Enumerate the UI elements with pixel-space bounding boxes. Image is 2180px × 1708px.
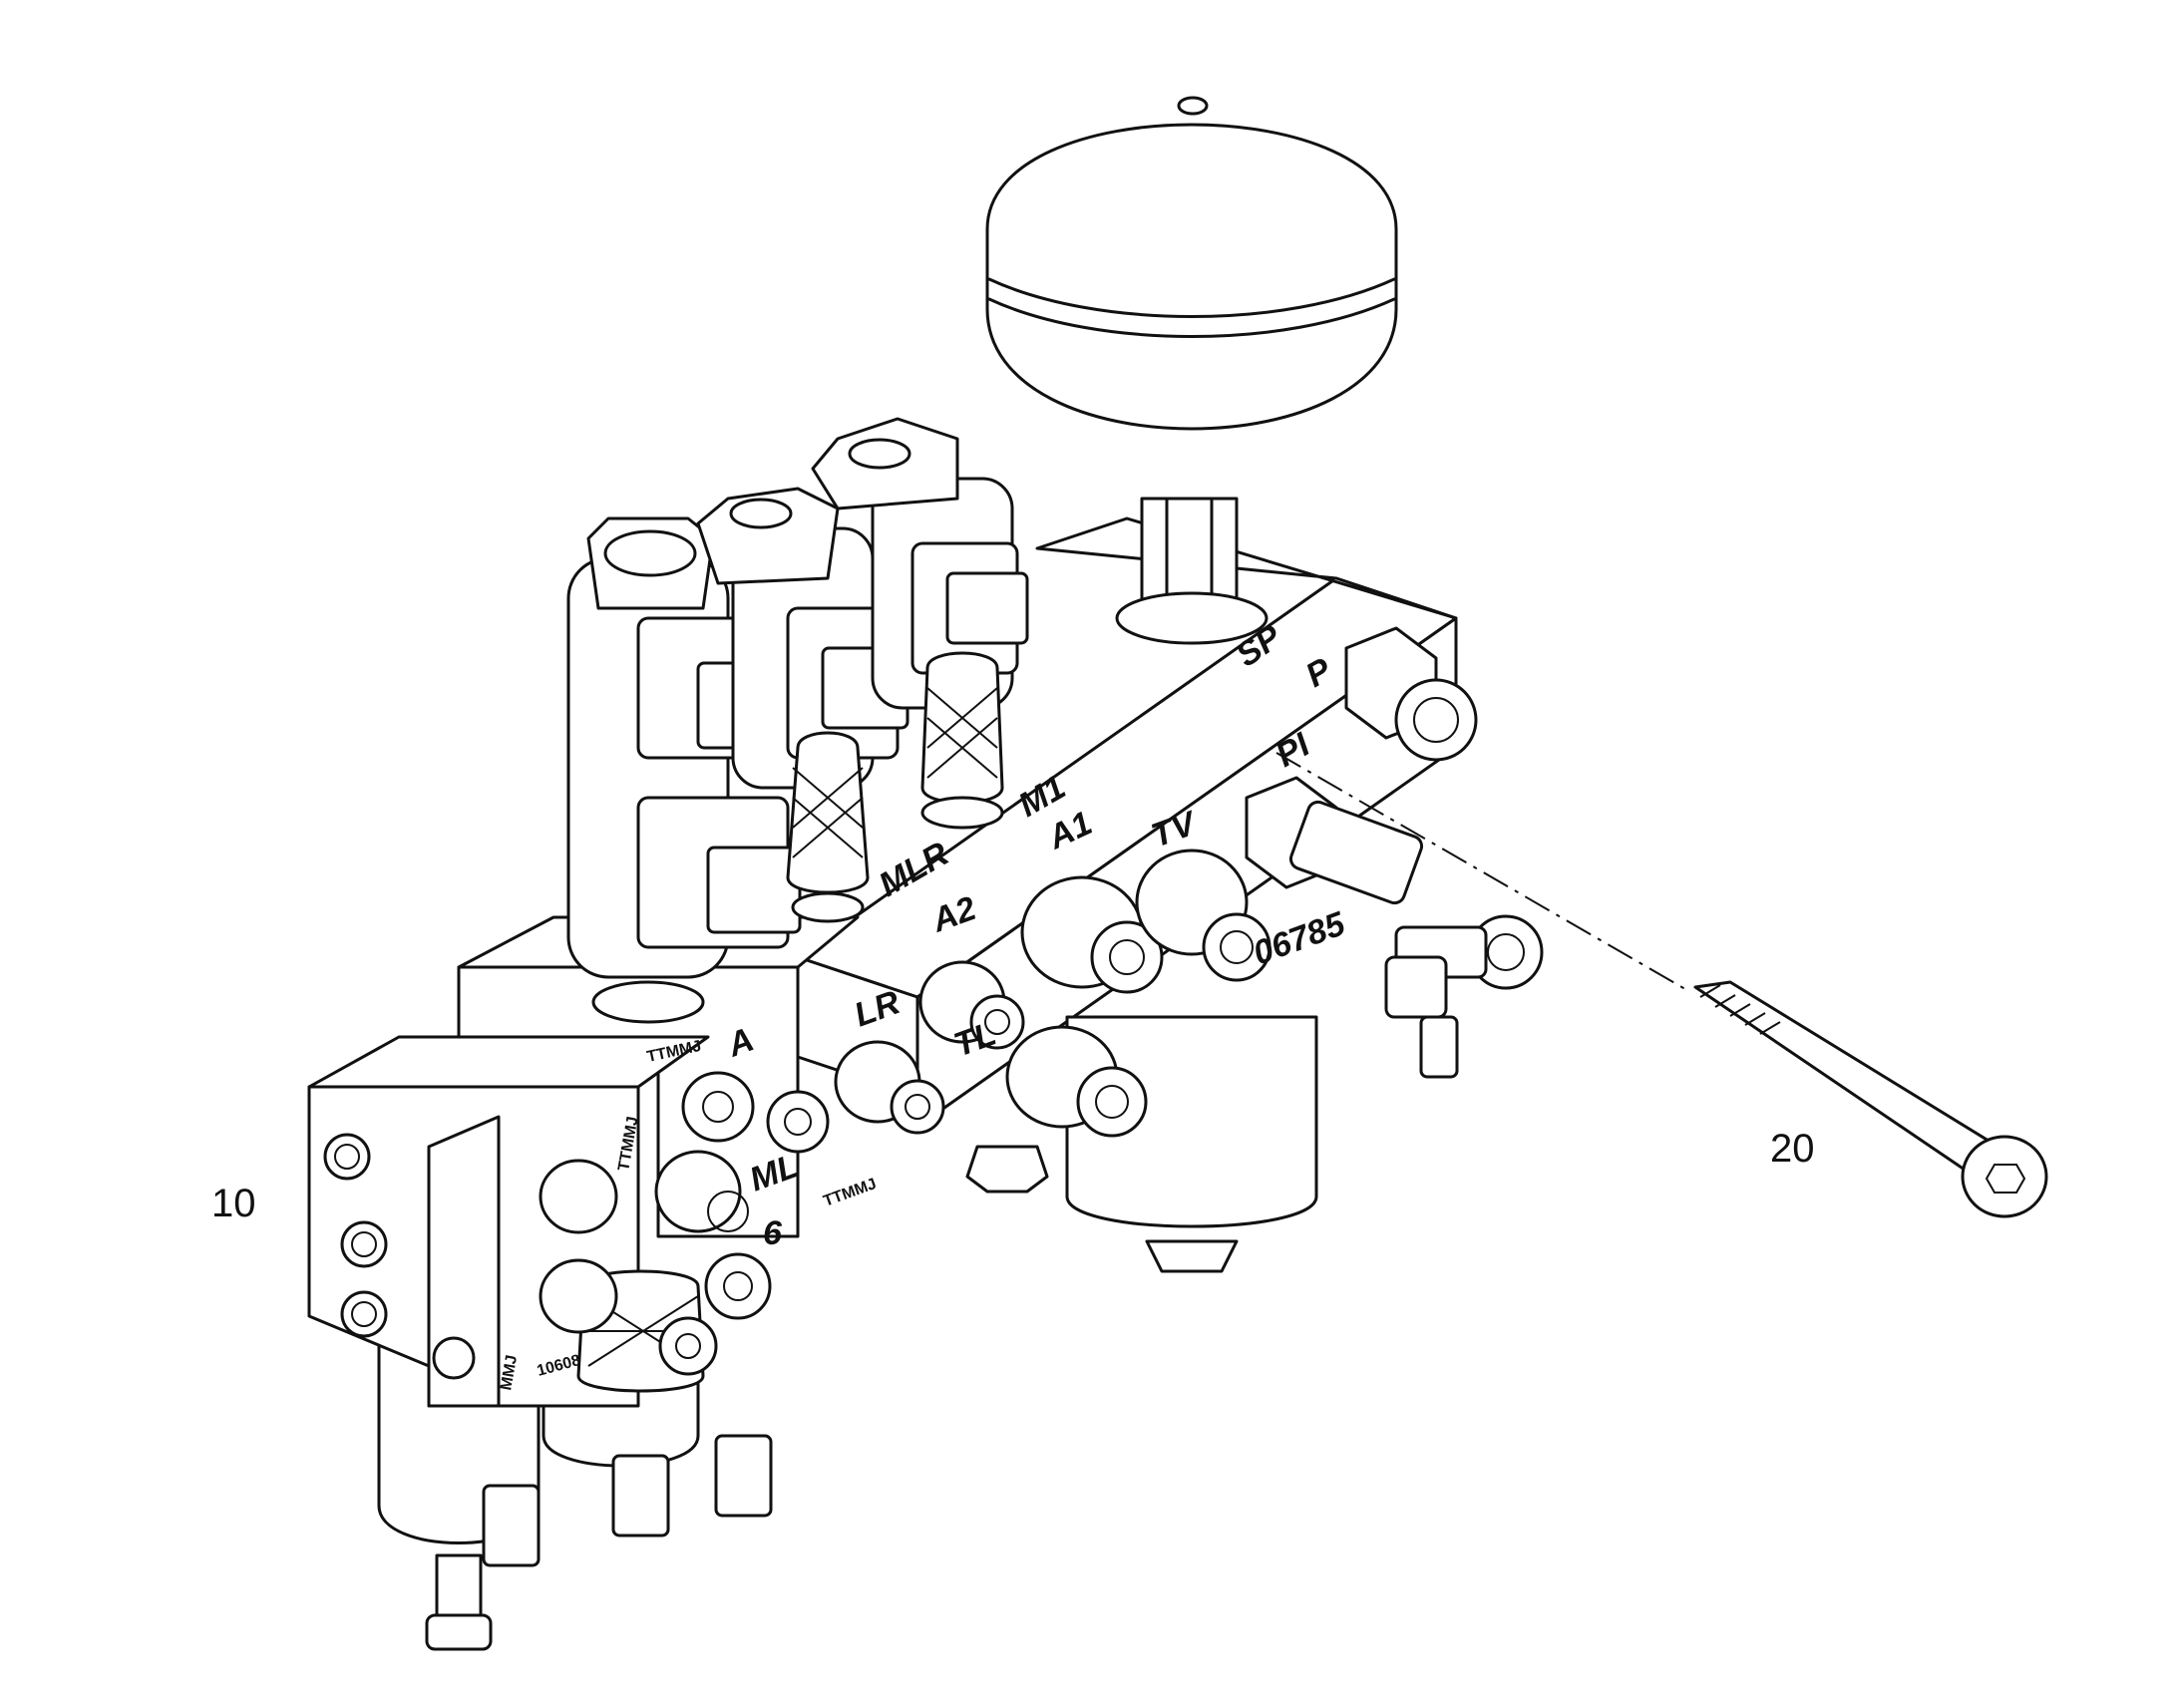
marking-stamp-side: MMJ [498, 1354, 521, 1392]
marking-serial-main: 06785 [1249, 904, 1351, 972]
fitting-bottom-plug [965, 1145, 1049, 1194]
cap-screw [1275, 752, 2048, 1218]
filter-bowl-right [1065, 1015, 1318, 1273]
assembly-axis-line [1275, 752, 1691, 993]
screw-head [1961, 1135, 2048, 1218]
fittings-main [834, 626, 1544, 1194]
knurled-knob [425, 1613, 493, 1651]
fittings-left [539, 1071, 830, 1376]
callout-item-10: 10 [211, 1182, 256, 1225]
fitting-p [1344, 626, 1478, 762]
accumulator-cap [1177, 96, 1209, 116]
cable-plug-2 [920, 651, 1004, 830]
marking-serial-left: 6 [763, 1214, 783, 1252]
cable-plug-1 [786, 731, 870, 923]
fitting-tv [1135, 849, 1272, 982]
screw-shank [1693, 980, 2016, 1189]
fitting-pl [1245, 776, 1544, 1079]
accumulator [985, 96, 1398, 645]
fitting-tl [1005, 1025, 1148, 1138]
fitting-lr [834, 1040, 945, 1135]
accumulator-base-ring [1115, 591, 1269, 645]
callout-item-20: 20 [1770, 1127, 1815, 1171]
hex-socket [1985, 1164, 2026, 1194]
marking-stamp-2: TTMMJ [822, 1176, 880, 1210]
accumulator-shell [985, 123, 1398, 431]
fitting-a2 [918, 960, 1025, 1050]
fitting-a1 [1020, 875, 1164, 994]
